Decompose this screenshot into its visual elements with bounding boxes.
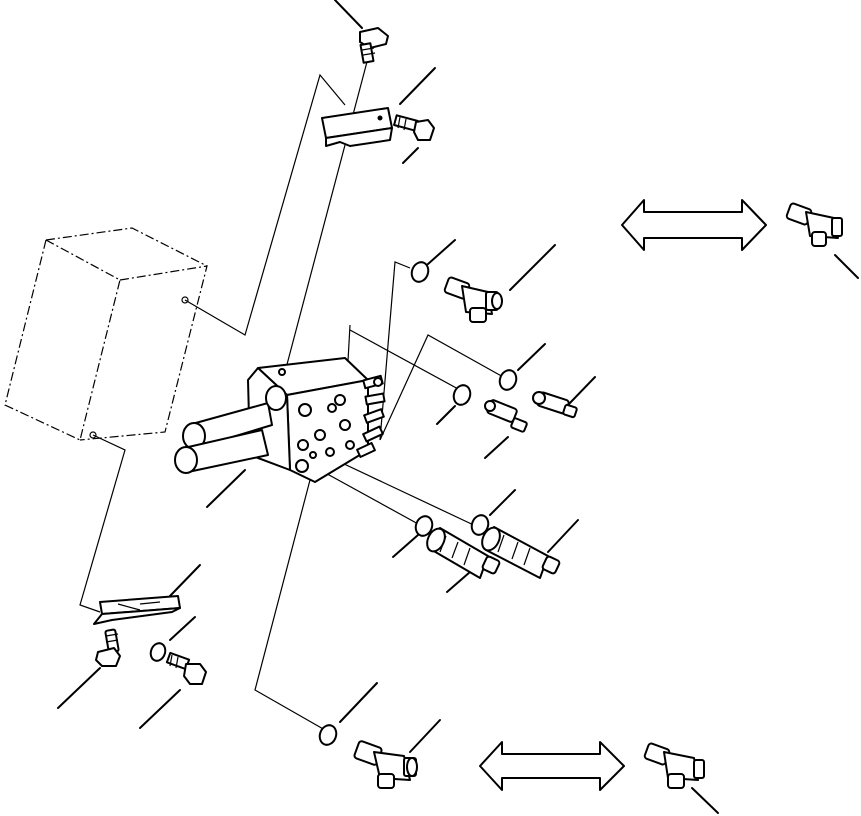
lower-bolt-right [167,653,206,684]
lower-bolt-left [96,629,120,666]
o-rings [148,260,519,747]
straight-fitting-b [533,392,577,418]
top-mounting-bolt [360,28,388,63]
upper-side-bolt [394,115,434,140]
assembly-guide-lines [80,58,505,730]
filter-cartridge-a [424,526,501,578]
double-arrow-lower [480,742,624,790]
alternate-elbow-fitting-lower [644,743,704,788]
valve-cover-phantom [5,228,207,440]
upper-mounting-bracket [322,108,392,146]
straight-fitting-a [485,399,527,432]
elbow-fitting-lower [354,740,417,788]
lower-mounting-bracket [94,596,180,624]
filter-cartridge-b [479,525,561,578]
elbow-fitting-upper [444,277,502,322]
alternate-elbow-fitting-upper [786,203,842,246]
leader-lines [58,0,858,813]
double-arrow-upper [622,200,766,250]
solenoid-cartridges [175,386,286,473]
